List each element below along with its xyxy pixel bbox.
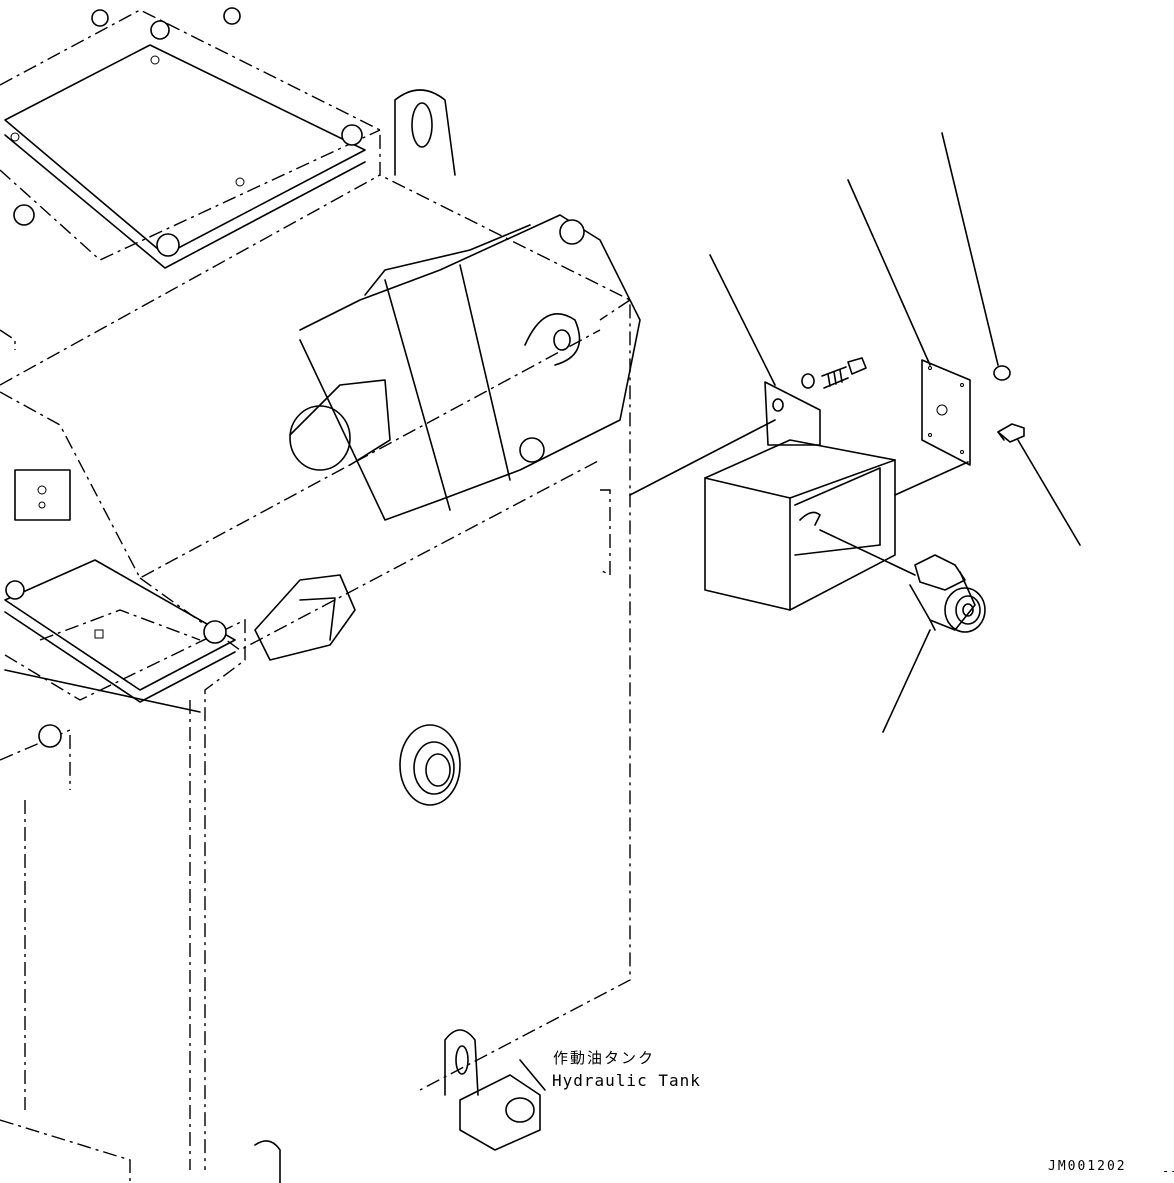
top-cover-plates bbox=[4, 44, 366, 713]
component-label-english: Hydraulic Tank bbox=[552, 1071, 701, 1090]
lifting-eyes bbox=[394, 89, 479, 1096]
margin-mark: -- bbox=[1162, 1164, 1174, 1178]
leader-lines bbox=[629, 132, 1081, 733]
rotary-switch bbox=[909, 554, 986, 633]
component-label-japanese: 作動油タンク bbox=[553, 1049, 656, 1067]
cover-bolts bbox=[5, 7, 363, 748]
cover-plate bbox=[921, 359, 971, 466]
hydraulic-tank-outline bbox=[0, 9, 631, 1183]
drawing-code: JM001202 bbox=[1048, 1159, 1127, 1174]
drain-valve bbox=[254, 1059, 546, 1183]
sight-gauge bbox=[399, 724, 461, 806]
tank-side-fittings bbox=[14, 469, 356, 661]
filter-housing bbox=[289, 214, 641, 521]
switch-bracket-box bbox=[704, 381, 896, 611]
fasteners bbox=[801, 357, 1025, 443]
